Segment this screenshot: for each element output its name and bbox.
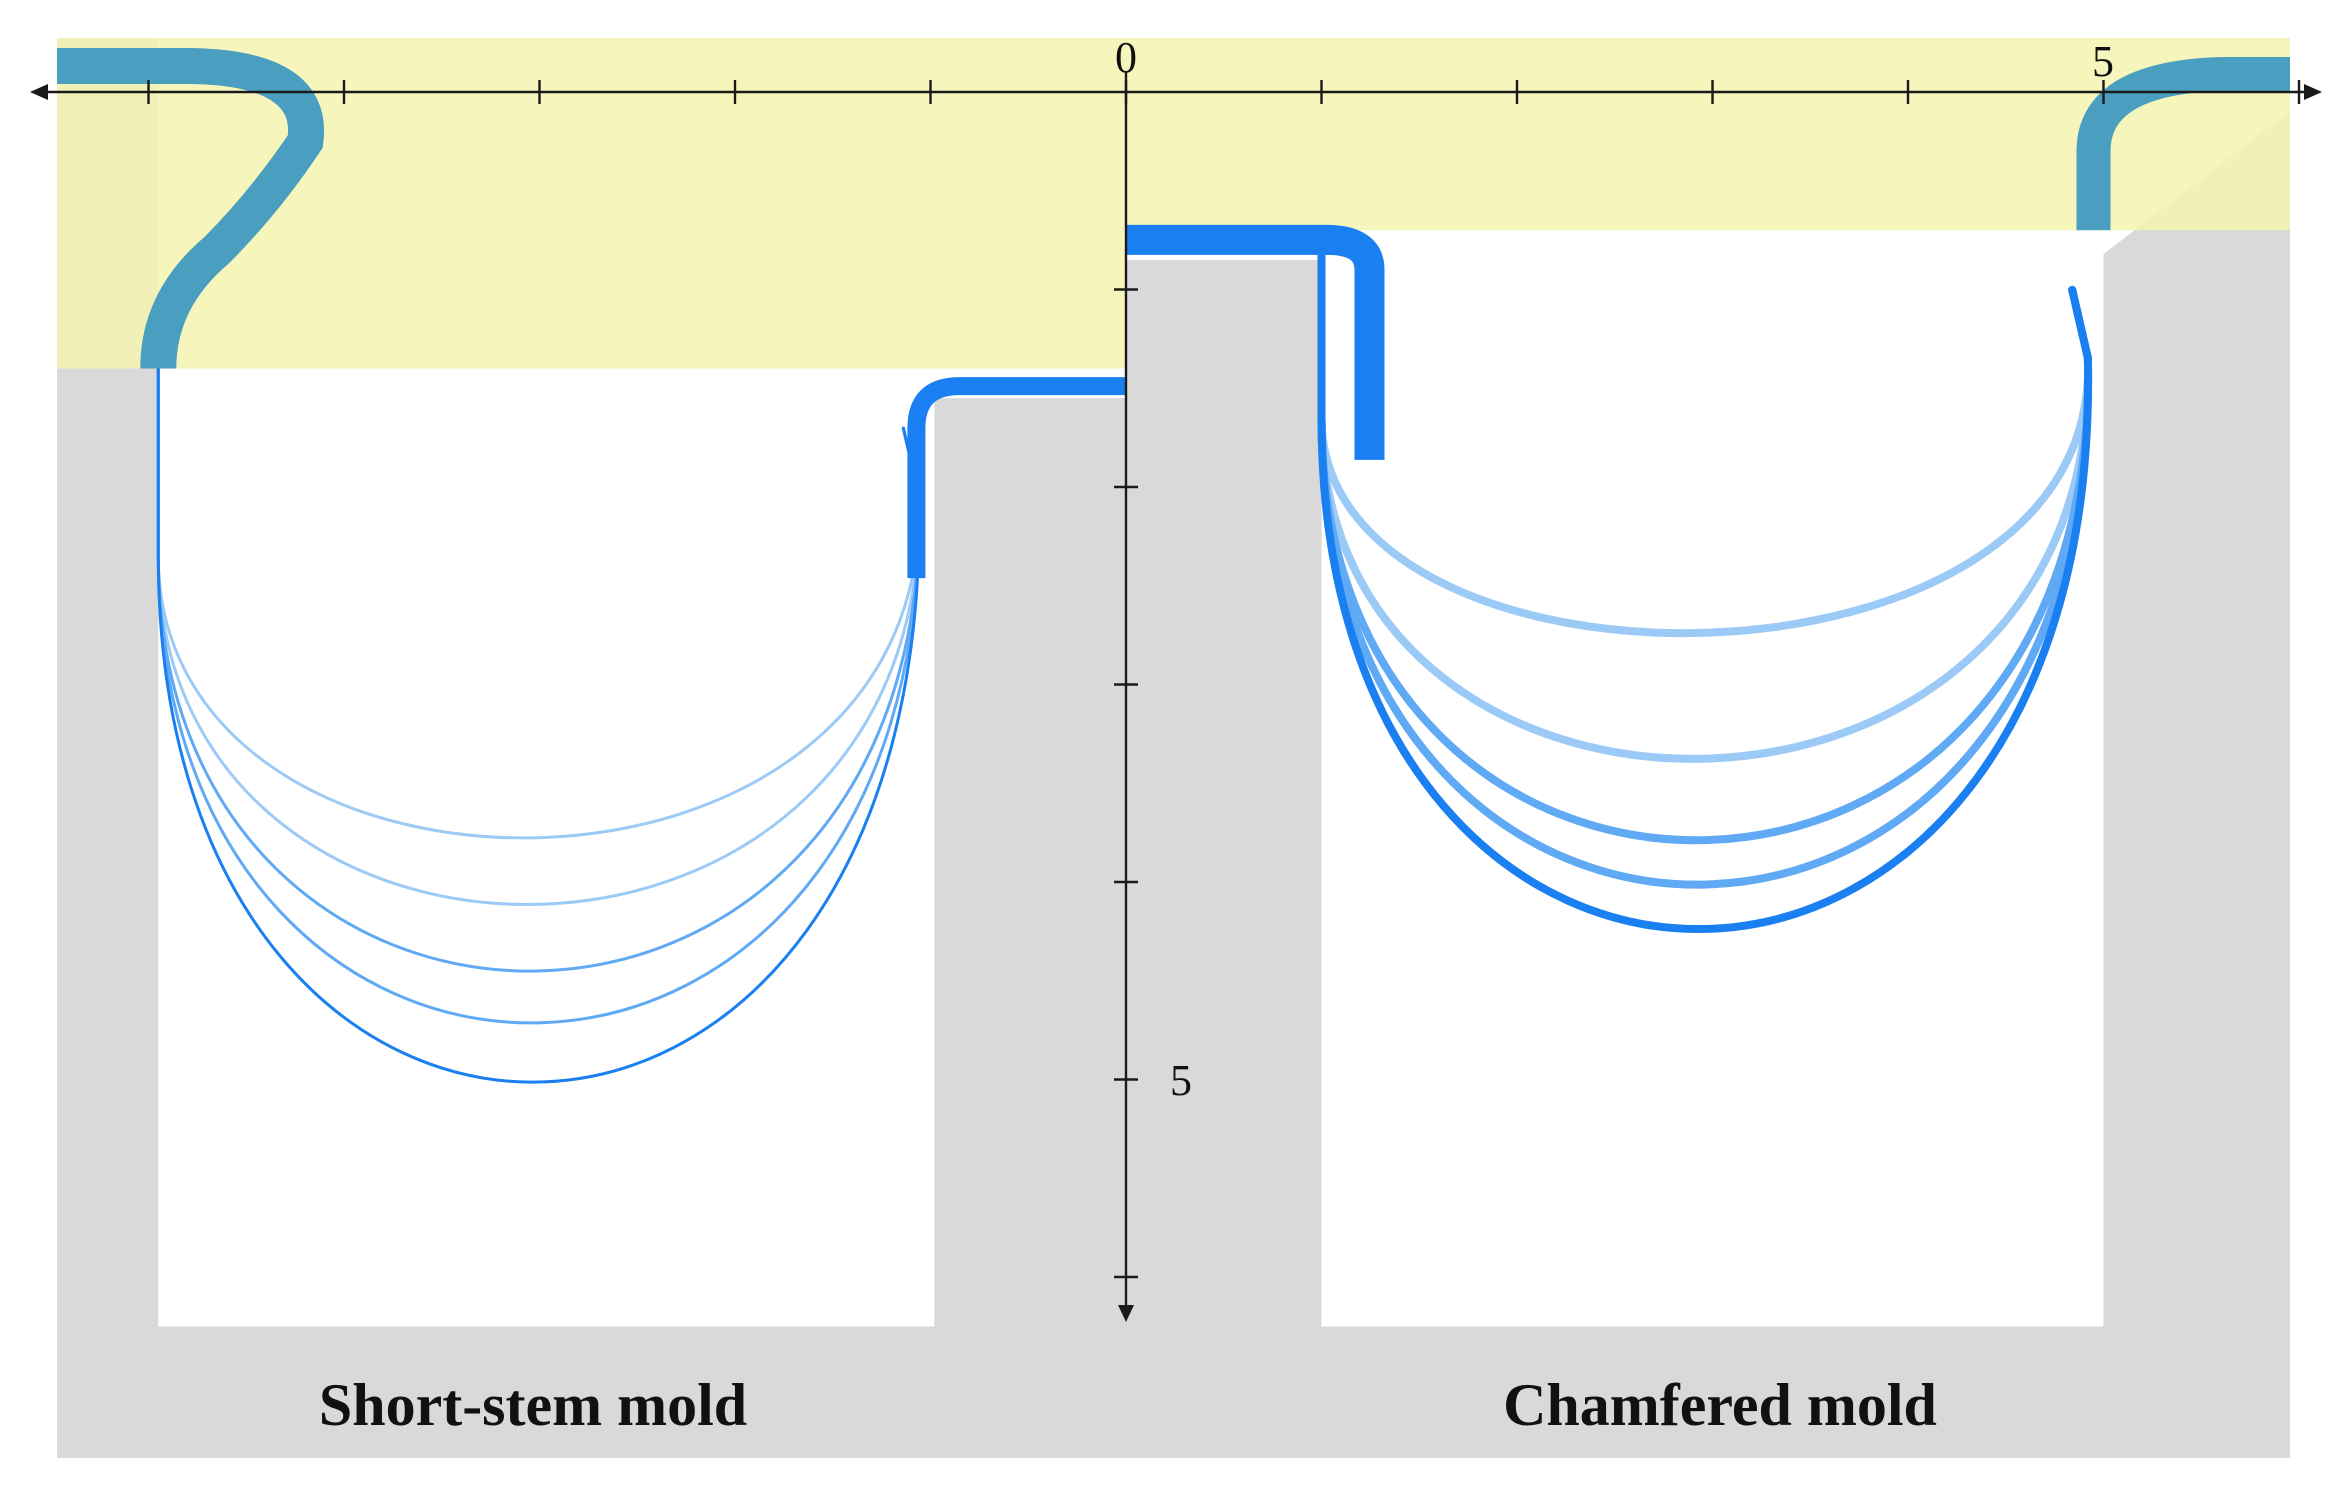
right-film-curve-2 bbox=[1317, 226, 2092, 763]
right-mold-label: Chamfered mold bbox=[1503, 1372, 1937, 1438]
y-axis-arrow bbox=[1118, 1305, 1134, 1322]
left-film-curve-5 bbox=[156, 367, 921, 1084]
right-stem-film bbox=[1126, 224, 1385, 460]
axes bbox=[30, 72, 2322, 1322]
right-flange bbox=[2076, 57, 2290, 231]
mold-cavity-2 bbox=[1321, 13, 2104, 1327]
left-stem-film bbox=[907, 377, 1126, 579]
y-tick-label-five: 5 bbox=[1170, 1056, 1192, 1105]
left-film-curve-4 bbox=[156, 367, 921, 1025]
left-film-curve-1 bbox=[156, 367, 921, 840]
x-axis-arrow-left bbox=[30, 84, 48, 100]
left-flange bbox=[57, 48, 325, 370]
right-film-curve-1 bbox=[1317, 226, 2092, 638]
right-film-curves bbox=[1317, 226, 2092, 933]
melt-zone bbox=[57, 38, 2290, 369]
x-tick-label-five: 5 bbox=[2092, 37, 2114, 86]
left-film-curves bbox=[156, 367, 921, 1084]
x-tick-label-zero: 0 bbox=[1115, 33, 1137, 82]
x-axis-arrow-right bbox=[2304, 84, 2322, 100]
left-mold-label: Short-stem mold bbox=[319, 1372, 747, 1438]
film-flanges bbox=[57, 48, 2290, 579]
right-film-curve-4 bbox=[1317, 226, 2092, 889]
right-film-curve-5 bbox=[1317, 226, 2092, 933]
left-film-curve-3 bbox=[156, 367, 921, 973]
right-film-curve-3 bbox=[1317, 226, 2092, 845]
left-film-curve-2 bbox=[156, 367, 921, 906]
